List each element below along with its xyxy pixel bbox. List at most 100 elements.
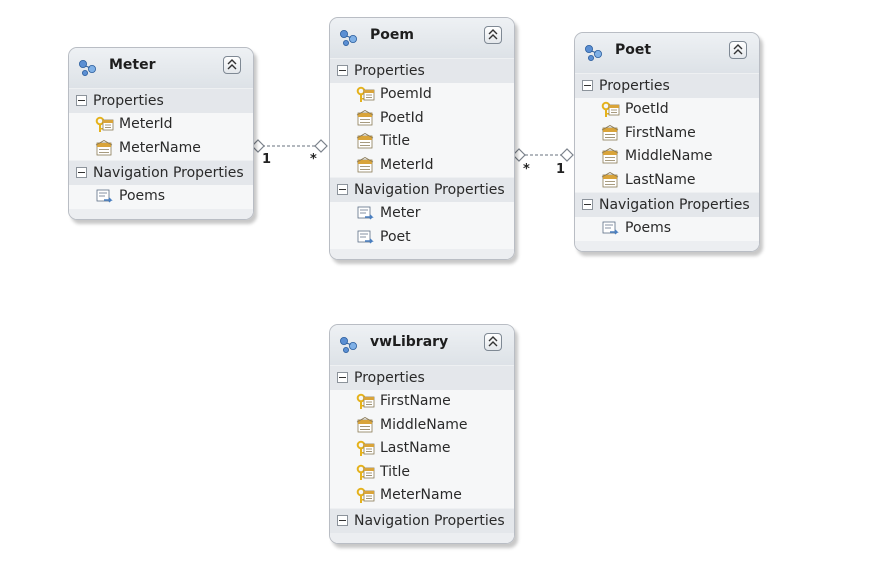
entity-title: Poet [615, 42, 652, 58]
property-name: Title [380, 133, 411, 149]
property-icon [356, 416, 375, 434]
navigation-name: Poet [380, 228, 411, 245]
property-row[interactable]: FirstName [575, 121, 759, 145]
association-end-poet [560, 148, 574, 162]
property-row[interactable]: LastName [330, 437, 514, 461]
property-row[interactable]: FirstName [330, 390, 514, 414]
navigation-property-icon [356, 205, 375, 222]
entity-footer [69, 208, 253, 219]
navigation-row[interactable]: Meter [330, 202, 514, 226]
navigation-section-header[interactable]: Navigation Properties [330, 177, 514, 202]
properties-section-header[interactable]: Properties [575, 73, 759, 98]
property-row[interactable]: PoetId [330, 106, 514, 130]
property-row[interactable]: PoetId [575, 98, 759, 122]
multiplicity-poem-end-left: * [310, 152, 317, 167]
entity-footer [575, 240, 759, 251]
collapse-button[interactable] [223, 56, 241, 74]
collapse-button[interactable] [729, 41, 747, 59]
property-row[interactable]: MeterId [330, 153, 514, 177]
property-name: Title [380, 463, 411, 480]
key-property-icon [95, 116, 114, 133]
section-label: Navigation Properties [354, 512, 505, 529]
multiplicity-poem-end-right: * [523, 162, 530, 177]
collapse-minus-icon[interactable] [337, 514, 348, 526]
key-property-icon [356, 440, 375, 457]
key-property-icon [356, 393, 375, 410]
entity-header[interactable]: Meter [69, 48, 253, 88]
section-label: Properties [599, 78, 670, 94]
property-row[interactable]: MeterName [69, 136, 253, 160]
property-row[interactable]: Title [330, 460, 514, 484]
property-icon [356, 109, 375, 127]
entity-header[interactable]: Poem [330, 18, 514, 58]
property-name: PoemId [380, 86, 432, 102]
entity-type-icon [77, 58, 99, 78]
collapse-button[interactable] [484, 333, 502, 351]
association-end-poem-left [314, 139, 328, 153]
collapse-button[interactable] [484, 26, 502, 44]
property-name: PoetId [380, 109, 424, 126]
property-name: PoetId [625, 101, 669, 117]
property-icon [356, 156, 375, 174]
property-row[interactable]: MeterName [330, 484, 514, 508]
entity-header[interactable]: Poet [575, 33, 759, 73]
properties-section-header[interactable]: Properties [330, 365, 514, 390]
section-label: Navigation Properties [93, 165, 244, 181]
property-row[interactable]: PoemId [330, 83, 514, 107]
entity-title: Poem [370, 27, 414, 43]
collapse-minus-icon[interactable] [582, 80, 593, 91]
section-label: Properties [354, 63, 425, 79]
property-name: MeterId [380, 156, 434, 173]
entity-type-icon [338, 335, 360, 355]
entity-title: vwLibrary [370, 334, 449, 350]
collapse-minus-icon[interactable] [582, 199, 593, 210]
property-row[interactable]: MiddleName [575, 145, 759, 169]
section-label: Navigation Properties [354, 182, 505, 198]
property-name: MeterId [119, 116, 173, 132]
section-label: Properties [93, 93, 164, 109]
entity-footer [330, 532, 514, 543]
collapse-minus-icon[interactable] [76, 95, 87, 106]
property-icon [601, 147, 620, 165]
collapse-minus-icon[interactable] [76, 167, 87, 178]
navigation-section-header[interactable]: Navigation Properties [69, 160, 253, 185]
key-property-icon [601, 101, 620, 118]
key-property-icon [356, 464, 375, 481]
collapse-minus-icon[interactable] [337, 184, 348, 195]
properties-section-header[interactable]: Properties [69, 88, 253, 113]
navigation-section-header[interactable]: Navigation Properties [575, 192, 759, 217]
key-property-icon [356, 487, 375, 504]
property-name: FirstName [380, 393, 451, 409]
property-row[interactable]: MiddleName [330, 413, 514, 437]
property-row[interactable]: Title [330, 130, 514, 154]
property-name: FirstName [625, 124, 696, 141]
navigation-row[interactable]: Poet [330, 225, 514, 249]
property-row[interactable]: LastName [575, 168, 759, 192]
property-name: MeterName [380, 487, 462, 503]
entity-type-icon [583, 43, 605, 63]
navigation-section-header[interactable]: Navigation Properties [330, 507, 514, 533]
collapse-minus-icon[interactable] [337, 65, 348, 76]
property-name: MiddleName [625, 148, 713, 164]
navigation-name: Poems [119, 188, 166, 204]
property-name: LastName [380, 440, 451, 456]
entity-type-icon [338, 28, 360, 48]
navigation-row[interactable]: Poems [69, 185, 253, 209]
section-label: Navigation Properties [599, 197, 750, 213]
property-icon [601, 171, 620, 189]
collapse-minus-icon[interactable] [337, 372, 348, 383]
navigation-property-icon [356, 229, 375, 246]
navigation-row[interactable]: Poems [575, 217, 759, 241]
section-label: Properties [354, 370, 425, 386]
entity-header[interactable]: vwLibrary [330, 325, 514, 365]
multiplicity-poet-end: 1 [556, 162, 566, 177]
multiplicity-meter-end: 1 [262, 152, 272, 167]
navigation-property-icon [95, 188, 114, 205]
properties-section-header[interactable]: Properties [330, 58, 514, 83]
property-row[interactable]: MeterId [69, 113, 253, 137]
key-property-icon [356, 86, 375, 103]
